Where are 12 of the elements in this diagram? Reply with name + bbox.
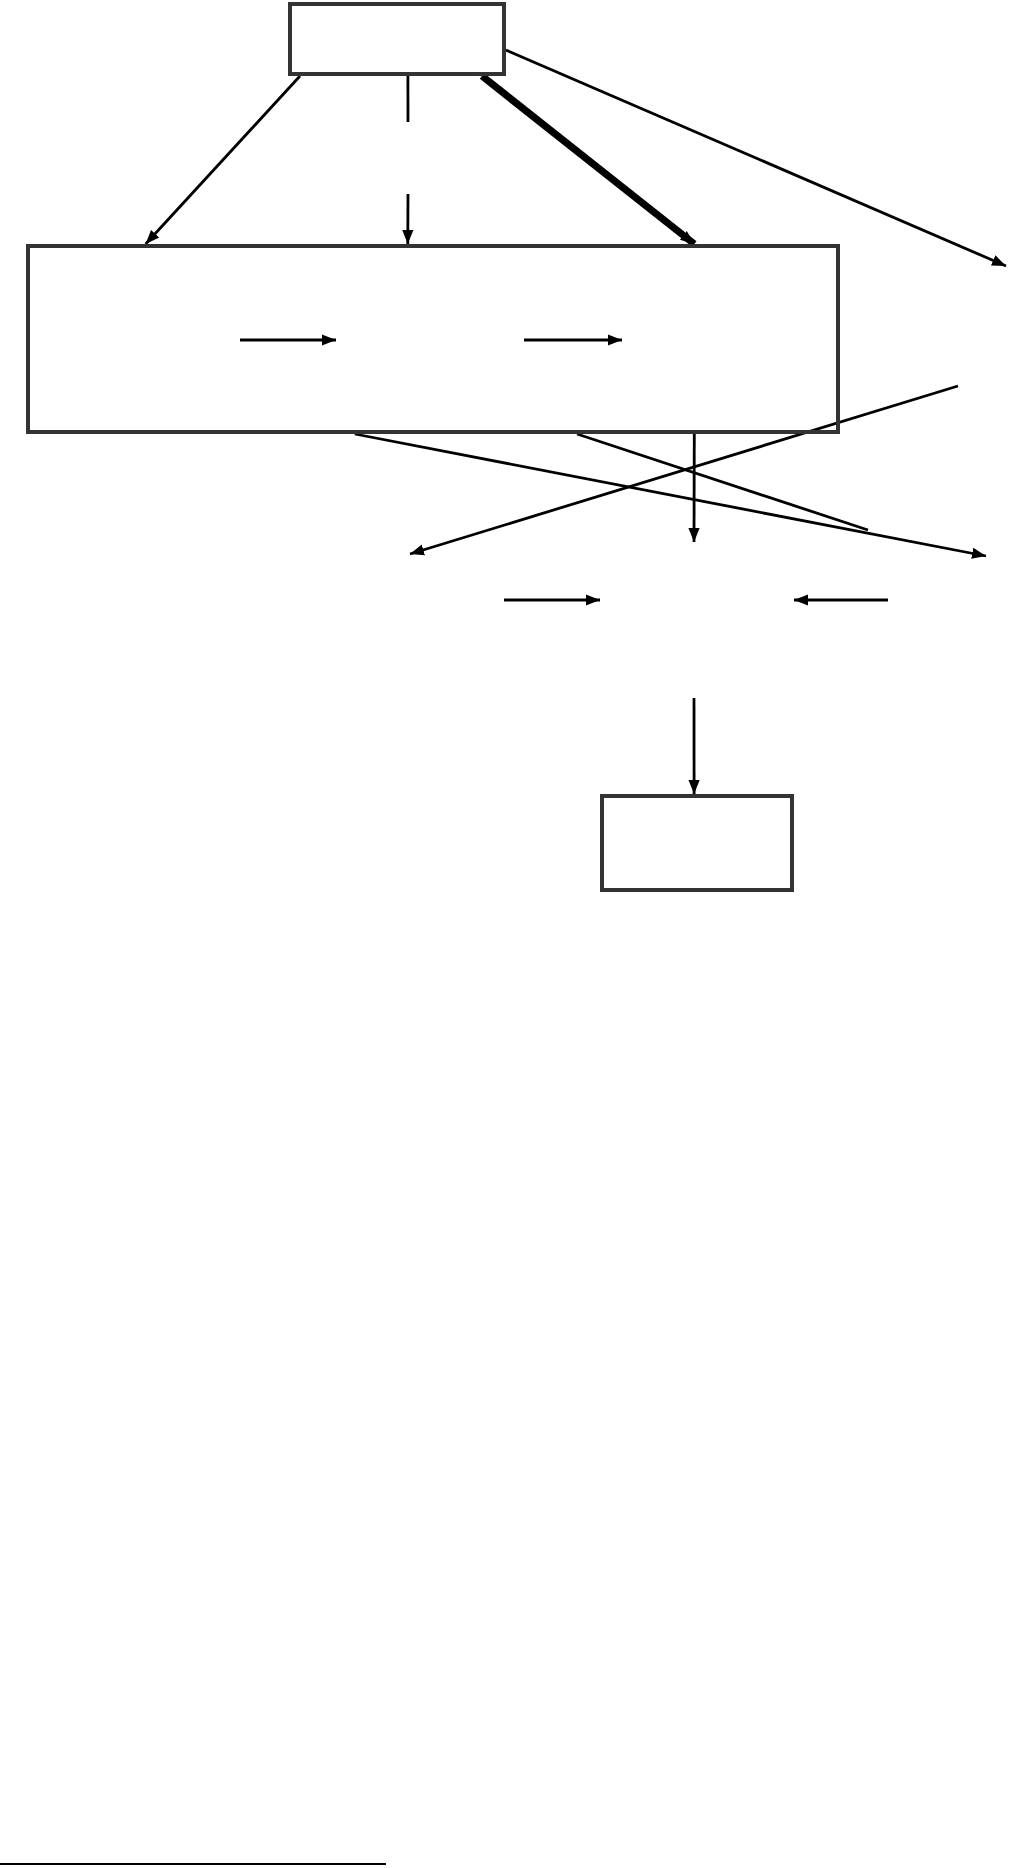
arrow xyxy=(688,434,700,542)
process-box xyxy=(288,2,506,76)
arrow xyxy=(505,48,1007,268)
arrow xyxy=(144,75,302,245)
line xyxy=(576,432,869,532)
arrow xyxy=(479,73,697,247)
arrow xyxy=(354,432,987,559)
process-box xyxy=(26,244,840,434)
arrow xyxy=(688,698,700,794)
arrow xyxy=(402,194,414,244)
line xyxy=(406,76,410,122)
process-box xyxy=(600,794,794,892)
